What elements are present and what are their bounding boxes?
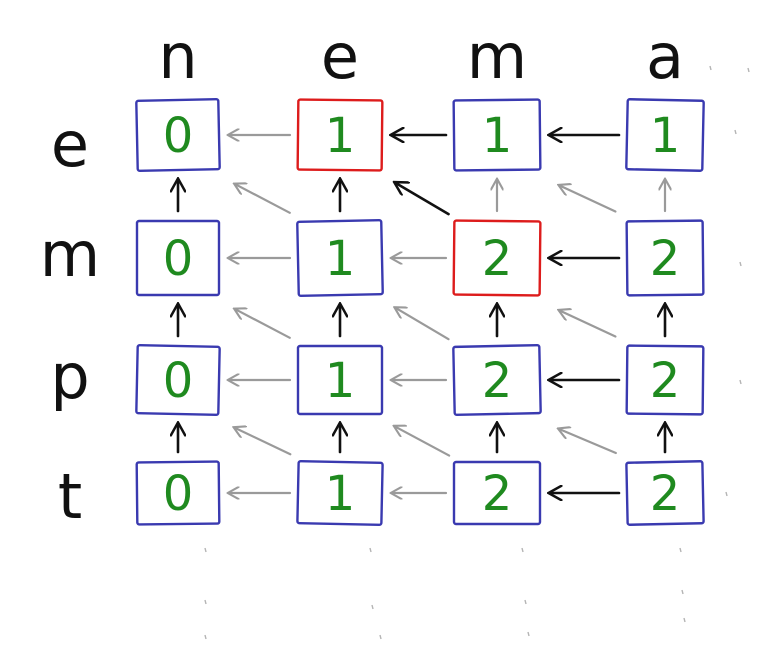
cells-layer: 0 1 1 1 0 1 2 2 0 1 2 2 0 1 2 2 <box>135 97 705 527</box>
highlighted-cell-border <box>452 219 542 297</box>
column-letter: e <box>321 20 359 93</box>
cell: 1 <box>625 98 705 172</box>
cell: 1 <box>296 218 384 298</box>
cell-border <box>625 219 705 297</box>
row-letter: t <box>58 460 82 533</box>
row-headers: e m p t <box>40 108 100 533</box>
cell-value: 1 <box>325 466 356 522</box>
cell: 1 <box>296 344 384 416</box>
cell: 2 <box>625 219 705 297</box>
candidate-arrow <box>395 426 451 457</box>
cell-value: 1 <box>325 231 356 287</box>
pencil-dot <box>734 129 737 135</box>
cell: 2 <box>625 344 705 416</box>
cell-value: 0 <box>163 231 194 287</box>
cell-border <box>135 343 221 417</box>
pencil-dot <box>204 547 207 553</box>
column-headers: n e m a <box>158 20 684 93</box>
cell-value: 2 <box>482 231 513 287</box>
column-letter: m <box>467 20 527 93</box>
cell-border <box>296 344 384 416</box>
column-letter: a <box>646 20 684 93</box>
pencil-dot <box>683 617 686 623</box>
cell: 2 <box>625 460 705 526</box>
cell-border <box>625 460 705 526</box>
pencil-dot <box>679 547 682 553</box>
row-letter: e <box>51 108 89 181</box>
cell: 2 <box>452 343 542 417</box>
pencil-dot <box>709 65 712 71</box>
pencil-dot <box>369 547 372 553</box>
pencil-dot <box>725 491 728 497</box>
cell-border <box>625 98 705 172</box>
cell-value: 1 <box>325 108 356 164</box>
candidate-arrow <box>235 309 291 339</box>
cell-value: 1 <box>325 353 356 409</box>
cell-border <box>296 218 384 298</box>
arrows-layer <box>178 135 665 493</box>
column-letter: n <box>158 20 197 93</box>
pencil-dot <box>524 599 527 605</box>
cell-value: 2 <box>650 353 681 409</box>
cell-value: 2 <box>650 231 681 287</box>
cell-border <box>452 343 542 417</box>
pencil-dot <box>204 634 207 640</box>
cell: 0 <box>135 97 221 173</box>
path-arrow <box>395 183 450 216</box>
row-letter: m <box>40 218 100 291</box>
cell: 1 <box>452 98 542 172</box>
pencil-dot <box>204 599 207 605</box>
cell-border <box>452 460 542 526</box>
cell-value: 1 <box>482 108 513 164</box>
cell-border <box>135 219 221 297</box>
cell-value: 2 <box>482 353 513 409</box>
cell: 2 <box>452 460 542 526</box>
cell-value: 2 <box>650 466 681 522</box>
cell-value: 0 <box>163 353 194 409</box>
row-letter: p <box>50 340 89 413</box>
pencil-dot <box>681 589 684 595</box>
cell: 1 <box>296 98 384 172</box>
pencil-dot <box>371 604 374 610</box>
guide-dots <box>204 65 750 640</box>
cell-value: 2 <box>482 466 513 522</box>
candidate-arrow <box>235 428 292 456</box>
pencil-dot <box>379 634 382 640</box>
cell-value: 1 <box>650 108 681 164</box>
cell-value: 0 <box>163 108 194 164</box>
candidate-arrow <box>559 429 617 455</box>
candidate-arrow <box>395 308 450 341</box>
candidate-arrow <box>560 311 617 338</box>
cell: 1 <box>296 459 384 527</box>
cell-border <box>135 460 221 526</box>
highlighted-cell-border <box>296 98 384 172</box>
pencil-dot <box>527 631 530 637</box>
cell: 0 <box>135 460 221 526</box>
cell-border <box>296 459 384 527</box>
candidate-arrow <box>560 186 617 213</box>
pencil-dot <box>521 547 524 553</box>
cell: 2 <box>452 219 542 297</box>
cell: 0 <box>135 343 221 417</box>
cell-border <box>625 344 705 416</box>
cell-border <box>135 97 221 173</box>
cell: 0 <box>135 219 221 297</box>
cell-value: 0 <box>163 466 194 522</box>
cell-border <box>452 98 542 172</box>
candidate-arrow <box>235 184 291 214</box>
pencil-dot <box>739 379 742 385</box>
pencil-dot <box>747 67 750 73</box>
pencil-dot <box>739 261 742 267</box>
